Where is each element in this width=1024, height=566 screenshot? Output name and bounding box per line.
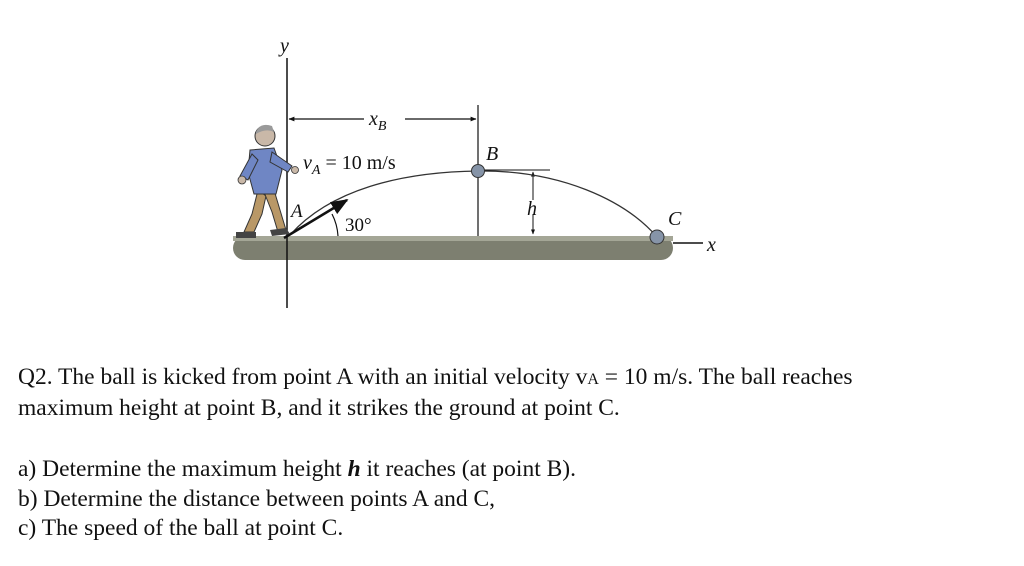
xb-label: x	[368, 108, 378, 130]
ball-at-c	[649, 229, 665, 245]
part-a-suffix: it reaches (at point B).	[360, 456, 576, 482]
question-text: Q2. The ball is kicked from point A with…	[18, 363, 1008, 423]
point-b-label: B	[486, 143, 498, 165]
ground	[233, 236, 703, 260]
part-c: c) The speed of the ball at point C.	[18, 515, 344, 541]
ball-at-b	[471, 164, 485, 178]
part-a: a) Determine the maximum height h it rea…	[18, 455, 1008, 485]
svg-text:vA = 10 m/s: vA = 10 m/s	[303, 152, 396, 178]
velocity-value: = 10 m/s	[320, 152, 395, 174]
person-kicking-illustration	[236, 124, 299, 238]
question-parts: a) Determine the maximum height h it rea…	[18, 455, 1008, 544]
question-lead: Q2. The ball is kicked from point A with…	[18, 364, 588, 390]
question-line-1: Q2. The ball is kicked from point A with…	[18, 363, 1008, 394]
velocity-subscript: A	[311, 163, 321, 178]
point-c-label: C	[668, 208, 682, 230]
y-axis-label: y	[278, 35, 289, 57]
svg-text:xB: xB	[368, 108, 387, 134]
point-a-label: A	[289, 201, 303, 222]
height-label: h	[527, 198, 537, 220]
xb-subscript: B	[378, 119, 387, 134]
height-dimension: h	[478, 169, 550, 235]
projectile-figure: y x xB B h 30° vA = 10 m/s A C	[233, 35, 716, 308]
part-b: b) Determine the distance between points…	[18, 485, 496, 512]
xb-dimension: xB	[288, 108, 477, 134]
part-a-variable: h	[347, 456, 361, 482]
question-line-2: maximum height at point B, and it strike…	[18, 395, 620, 421]
velocity-symbol: v	[303, 152, 312, 174]
part-a-prefix: a) Determine the maximum height	[18, 456, 348, 482]
question-velocity-subscript: A	[587, 371, 599, 388]
x-axis-label: x	[706, 234, 716, 256]
question-rest: = 10 m/s. The ball reaches	[598, 364, 853, 390]
angle-arc	[331, 213, 339, 237]
velocity-vector	[283, 198, 349, 240]
angle-label: 30°	[345, 215, 372, 236]
